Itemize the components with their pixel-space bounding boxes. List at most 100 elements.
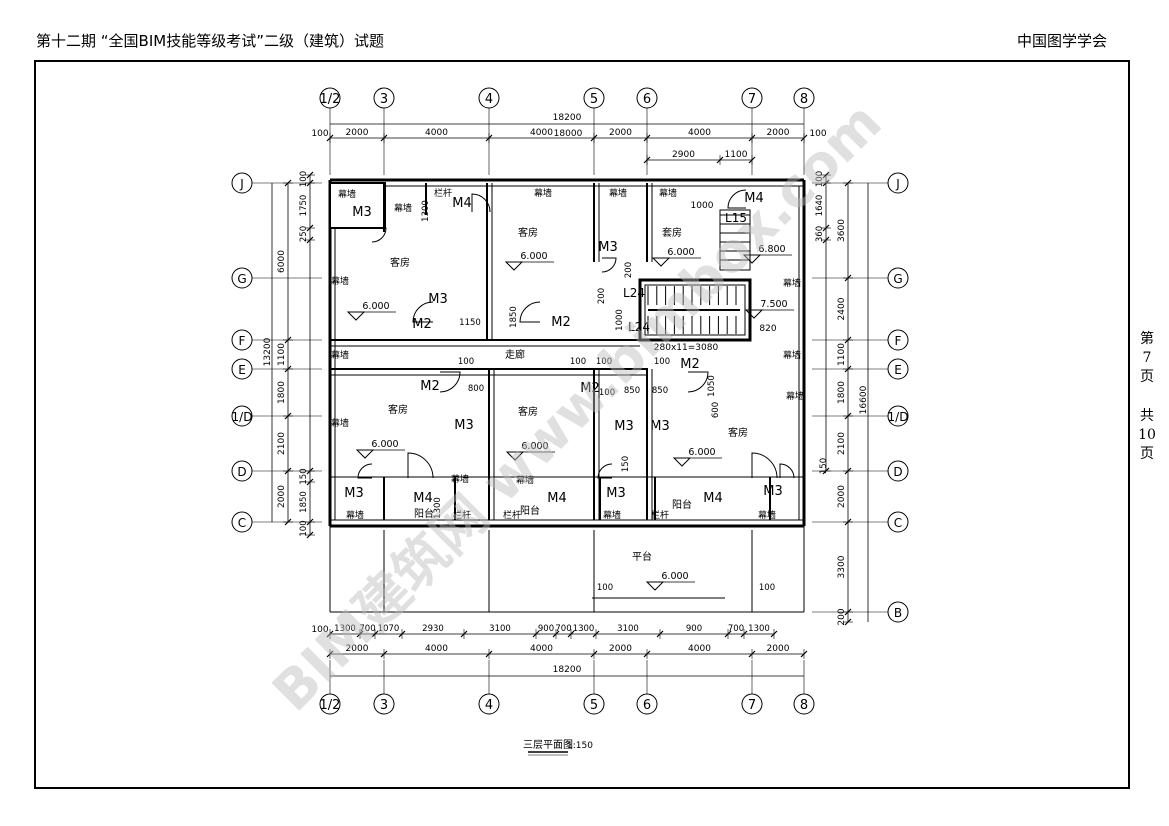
door-label-m4-0: M4 <box>452 196 472 211</box>
axis-label-bottom-7: 7 <box>748 698 756 713</box>
dim-bottom-detail-text-7: 1300 <box>573 624 595 634</box>
axis-label-right-F: F <box>895 334 902 348</box>
dim-right-seg-text-2: 1100 <box>837 343 847 366</box>
dim-1300-b: 1300 <box>433 497 443 519</box>
room-muqiang-4: 幕墙 <box>659 187 677 199</box>
drawing-title: 三层平面图 <box>523 739 573 751</box>
room-muqiang-6: 幕墙 <box>783 277 801 289</box>
room-muqiang-11: 幕墙 <box>451 473 469 485</box>
door-m4-stair <box>727 189 747 209</box>
axis-label-top-5: 5 <box>590 92 598 107</box>
dim-top-seg-text-1: 4000 <box>425 128 448 138</box>
level-floor-1-text: 6.000 <box>520 251 547 262</box>
room-muqiang-3: 幕墙 <box>609 187 627 199</box>
door-m2-mid <box>519 301 541 323</box>
room-taofang: 套房 <box>662 226 682 239</box>
room-kefang-3: 客房 <box>518 405 538 418</box>
door-label-m2-3: M2 <box>580 381 600 396</box>
door-label-m4-4: M4 <box>703 491 723 506</box>
room-muqiang-14: 幕墙 <box>346 509 364 521</box>
dim-top-edge-l: 100 <box>311 129 328 139</box>
walls-layer <box>328 178 806 528</box>
door-label-m4-3: M4 <box>547 491 567 506</box>
door-label-m3-6: M3 <box>650 419 670 434</box>
dim-left-detail-text-6: 100 <box>299 520 309 536</box>
room-muqiang-9: 幕墙 <box>331 417 349 429</box>
dim-1850: 1850 <box>509 306 519 328</box>
axis-label-right-C: C <box>894 516 902 530</box>
dim-bottom-detail-text-4: 3100 <box>489 624 511 634</box>
axis-label-left-G: G <box>237 272 246 286</box>
dim-100-0: 100 <box>458 357 474 367</box>
door-m4-lowleft <box>407 452 434 479</box>
door-label-m2-4: M2 <box>680 357 700 372</box>
dim-left-detail-text-0: 100 <box>299 171 309 187</box>
door-label-m2-0: M2 <box>412 317 432 332</box>
dim-right-seg-text-0: 3600 <box>837 219 847 242</box>
room-kefang-0: 客房 <box>390 256 410 269</box>
level-stair-top-text: 6.800 <box>758 244 785 255</box>
door-label-m3-8: M3 <box>763 484 783 499</box>
door-label-m4-2: M4 <box>413 491 433 506</box>
page-current: 7 <box>1142 350 1152 366</box>
dim-850-b: 850 <box>652 386 668 396</box>
dim-top-stair-text-1: 1100 <box>725 150 748 160</box>
axis-label-bottom-1/2: 1/2 <box>320 698 341 713</box>
door-label-m2-1: M2 <box>551 315 571 330</box>
axis-label-top-3: 3 <box>380 92 388 107</box>
dim-top-inner: 18000 <box>554 129 583 139</box>
dim-bottom-detail-text-1: 700 <box>359 624 375 634</box>
page-di: 第 <box>1140 331 1154 347</box>
stair-l24-lower: L24 <box>628 320 650 334</box>
room-muqiang-12: 幕墙 <box>516 474 534 486</box>
door-m2-right <box>687 371 709 393</box>
dim-left-detail-text-5: 1850 <box>299 491 309 513</box>
dim-bottom-seg-text-0: 2000 <box>346 644 369 654</box>
axis-label-bottom-4: 4 <box>485 698 493 713</box>
level-floor-3-text: 6.000 <box>521 441 548 452</box>
stair-1000: 1000 <box>691 201 714 211</box>
page-ye: 页 <box>1140 369 1154 385</box>
room-muqiang-5: 幕墙 <box>331 275 349 287</box>
room-langan-0: 栏杆 <box>434 187 452 199</box>
room-kefang-1: 客房 <box>518 226 538 239</box>
level-floor-2-tri <box>651 257 671 267</box>
dim-right-150: 150 <box>819 458 829 474</box>
axis-label-right-B: B <box>894 606 902 620</box>
axis-label-bottom-6: 6 <box>643 698 651 713</box>
door-label-m3-1: M3 <box>428 292 448 307</box>
dim-1150: 1150 <box>459 318 481 328</box>
page-header-title: 第十二期 “全国BIM技能等级考试”二级（建筑）试题 <box>36 32 384 50</box>
axis-label-right-J: J <box>895 177 900 191</box>
dim-bottom-seg-text-3: 2000 <box>609 644 632 654</box>
dim-right-seg-text-7: 200 <box>837 608 847 625</box>
dim-bottom-detail-text-2: 1070 <box>378 624 400 634</box>
dim-600: 600 <box>711 402 721 418</box>
page-total: 10 <box>1138 427 1156 443</box>
dim-left-detail-text-4: 150 <box>299 468 309 484</box>
level-stair-mid-tri <box>744 309 764 319</box>
dim-bottom-detail-text-3: 2930 <box>422 624 444 634</box>
door-m4-lowright <box>751 452 778 479</box>
dim-100-1: 100 <box>570 357 586 367</box>
dim-left-total: 13200 <box>263 337 273 366</box>
dim-100-2: 100 <box>596 357 612 367</box>
room-langan-1: 栏杆 <box>453 509 471 521</box>
dim-100-4: 100 <box>599 388 615 398</box>
dim-top-total: 18200 <box>553 113 582 123</box>
level-floor-4-tri <box>355 449 375 459</box>
stair-820: 820 <box>759 324 776 334</box>
dim-bottom-detail-text-0: 1300 <box>334 624 356 634</box>
room-langan-2: 栏杆 <box>503 509 521 521</box>
door-label-m3-0: M3 <box>352 205 372 220</box>
level-floor-6-tri <box>645 581 665 591</box>
dim-bottom-detail-text-8: 3100 <box>617 624 639 634</box>
dim-bottom-seg-text-4: 4000 <box>688 644 711 654</box>
dim-top-seg-text-2: 4000 <box>530 128 553 138</box>
axis-label-top-4: 4 <box>485 92 493 107</box>
dim-850-a: 850 <box>624 386 640 396</box>
door-label-m2-2: M2 <box>420 379 440 394</box>
room-muqiang-7: 幕墙 <box>331 349 349 361</box>
level-floor-5-tri <box>672 457 692 467</box>
